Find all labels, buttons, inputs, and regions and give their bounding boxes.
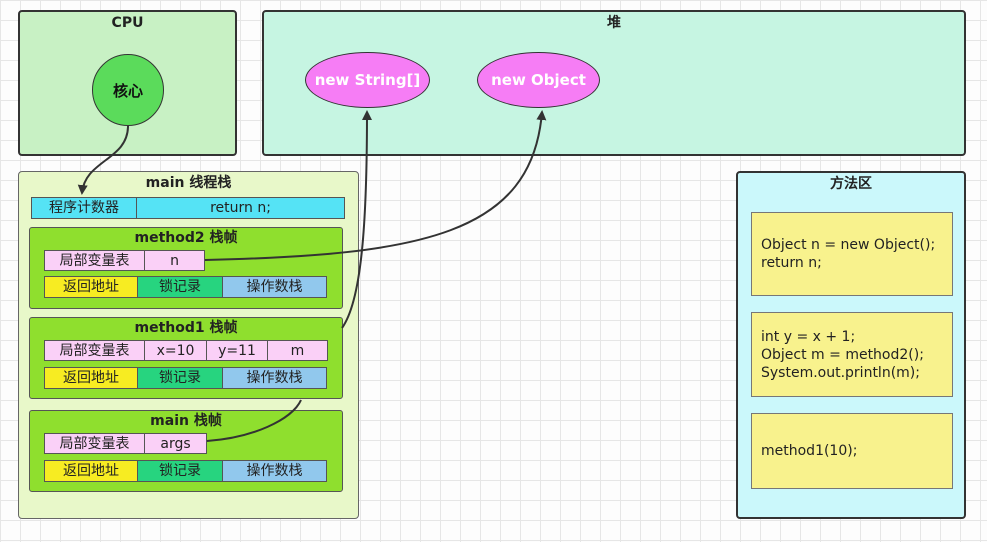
local-variable-y: y=11 bbox=[206, 340, 268, 361]
operand-stack: 操作数栈 bbox=[222, 276, 327, 298]
cpu-title: CPU bbox=[111, 15, 144, 31]
arrow-m-to-new-string-array bbox=[341, 110, 372, 329]
code-line: method1(10); bbox=[761, 443, 858, 459]
arrow-core-to-pc bbox=[77, 125, 129, 195]
program-counter-value: return n; bbox=[136, 197, 345, 219]
local-variable-args: args bbox=[144, 433, 207, 454]
operand-stack: 操作数栈 bbox=[222, 460, 327, 482]
lock-record: 锁记录 bbox=[137, 460, 223, 482]
local-variable-n: n bbox=[144, 250, 205, 271]
frame-title: method2 栈帧 bbox=[134, 230, 238, 246]
heap-title: 堆 bbox=[607, 15, 621, 31]
local-variable-table-label: 局部变量表 bbox=[44, 250, 145, 271]
code-line: Object n = new Object(); bbox=[761, 237, 936, 253]
code-line: return n; bbox=[761, 255, 822, 271]
arrow-n-to-new-object bbox=[204, 110, 547, 261]
thread-stack-title: main 线程栈 bbox=[145, 175, 232, 191]
heap-object-string-array: new String[] bbox=[305, 52, 430, 108]
local-variable-table-label: 局部变量表 bbox=[44, 340, 145, 361]
frame-title: method1 栈帧 bbox=[134, 320, 238, 336]
local-variable-table-label: 局部变量表 bbox=[44, 433, 145, 454]
heap-object-object: new Object bbox=[477, 52, 600, 108]
program-counter-label: 程序计数器 bbox=[31, 197, 137, 219]
code-line: System.out.println(m); bbox=[761, 364, 920, 381]
cpu-core-node: 核心 bbox=[92, 54, 164, 126]
lock-record: 锁记录 bbox=[137, 367, 223, 389]
frame-title: main 栈帧 bbox=[150, 413, 222, 429]
code-block-method2: Object n = new Object(); return n; bbox=[751, 212, 953, 296]
operand-stack: 操作数栈 bbox=[222, 367, 327, 389]
local-variable-x: x=10 bbox=[144, 340, 207, 361]
return-address: 返回地址 bbox=[44, 276, 138, 298]
lock-record: 锁记录 bbox=[137, 276, 223, 298]
return-address: 返回地址 bbox=[44, 460, 138, 482]
return-address: 返回地址 bbox=[44, 367, 138, 389]
code-block-main: method1(10); bbox=[751, 413, 953, 489]
code-line: int y = x + 1; bbox=[761, 328, 856, 345]
method-area-title: 方法区 bbox=[830, 176, 872, 192]
local-variable-m: m bbox=[267, 340, 328, 361]
arrow-args-link bbox=[206, 399, 302, 442]
code-block-method1: int y = x + 1; Object m = method2(); Sys… bbox=[751, 312, 953, 397]
code-line: Object m = method2(); bbox=[761, 346, 924, 363]
